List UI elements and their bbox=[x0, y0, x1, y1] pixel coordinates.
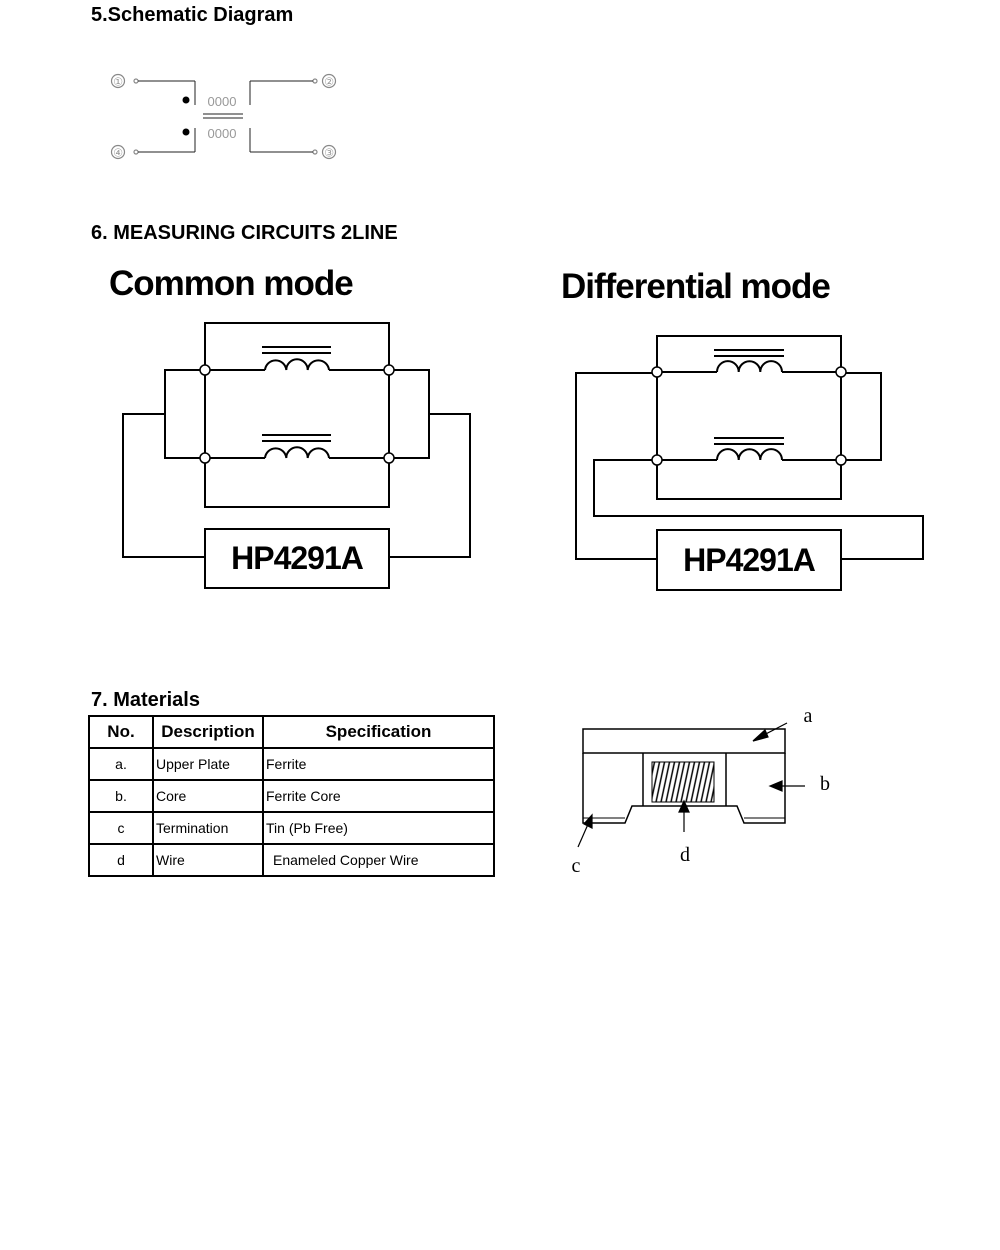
cell-description: Termination bbox=[152, 811, 264, 845]
label-b: b bbox=[820, 773, 830, 795]
header-specification: Specification bbox=[262, 715, 495, 749]
header-no: No. bbox=[88, 715, 154, 749]
pin-4-label: ④ bbox=[113, 147, 123, 160]
cell-no: a. bbox=[88, 747, 154, 781]
pin-3-label: ③ bbox=[324, 147, 334, 160]
cell-no: b. bbox=[88, 779, 154, 813]
schematic-diagram: ① ② ③ ④ 0000 0000 bbox=[110, 73, 337, 160]
pin-2-label: ② bbox=[324, 76, 334, 89]
differential-instrument-label: HP4291A bbox=[683, 542, 816, 578]
table-row: b. Core Ferrite Core bbox=[88, 779, 495, 813]
cell-specification: Enameled Copper Wire bbox=[262, 843, 495, 877]
common-mode-circuit: HP4291A bbox=[122, 322, 471, 589]
cell-specification: Ferrite bbox=[262, 747, 495, 781]
section-title-schematic: 5.Schematic Diagram bbox=[91, 4, 294, 26]
header-description: Description bbox=[152, 715, 264, 749]
cell-description: Wire bbox=[152, 843, 264, 877]
cell-specification: Tin (Pb Free) bbox=[262, 811, 495, 845]
table-row: d Wire Enameled Copper Wire bbox=[88, 843, 495, 877]
coil-top: 0000 bbox=[208, 94, 237, 109]
upper-plate bbox=[582, 728, 786, 754]
component-cross-section: a b c d bbox=[572, 705, 830, 877]
pin-1-label: ① bbox=[113, 76, 123, 89]
cell-no: c bbox=[88, 811, 154, 845]
cell-description: Upper Plate bbox=[152, 747, 264, 781]
differential-mode-circuit: HP4291A bbox=[575, 335, 924, 591]
table-header-row: No. Description Specification bbox=[88, 715, 495, 749]
label-a: a bbox=[804, 705, 813, 727]
cell-specification: Ferrite Core bbox=[262, 779, 495, 813]
section-title-materials: 7. Materials bbox=[91, 689, 200, 711]
wire-winding bbox=[651, 761, 715, 803]
cell-no: d bbox=[88, 843, 154, 877]
section-title-measuring: 6. MEASURING CIRCUITS 2LINE bbox=[91, 222, 398, 244]
table-row: c Termination Tin (Pb Free) bbox=[88, 811, 495, 845]
polarity-dot-bottom bbox=[182, 128, 190, 136]
polarity-dot-top bbox=[182, 96, 190, 104]
differential-mode-title: Differential mode bbox=[561, 267, 831, 306]
table-row: a. Upper Plate Ferrite bbox=[88, 747, 495, 781]
label-c: c bbox=[572, 855, 581, 877]
common-mode-title: Common mode bbox=[109, 264, 354, 303]
materials-table: No. Description Specification a. Upper P… bbox=[88, 715, 495, 877]
cell-description: Core bbox=[152, 779, 264, 813]
label-d: d bbox=[680, 844, 690, 866]
coil-bottom: 0000 bbox=[208, 126, 237, 141]
common-instrument-label: HP4291A bbox=[231, 540, 364, 576]
